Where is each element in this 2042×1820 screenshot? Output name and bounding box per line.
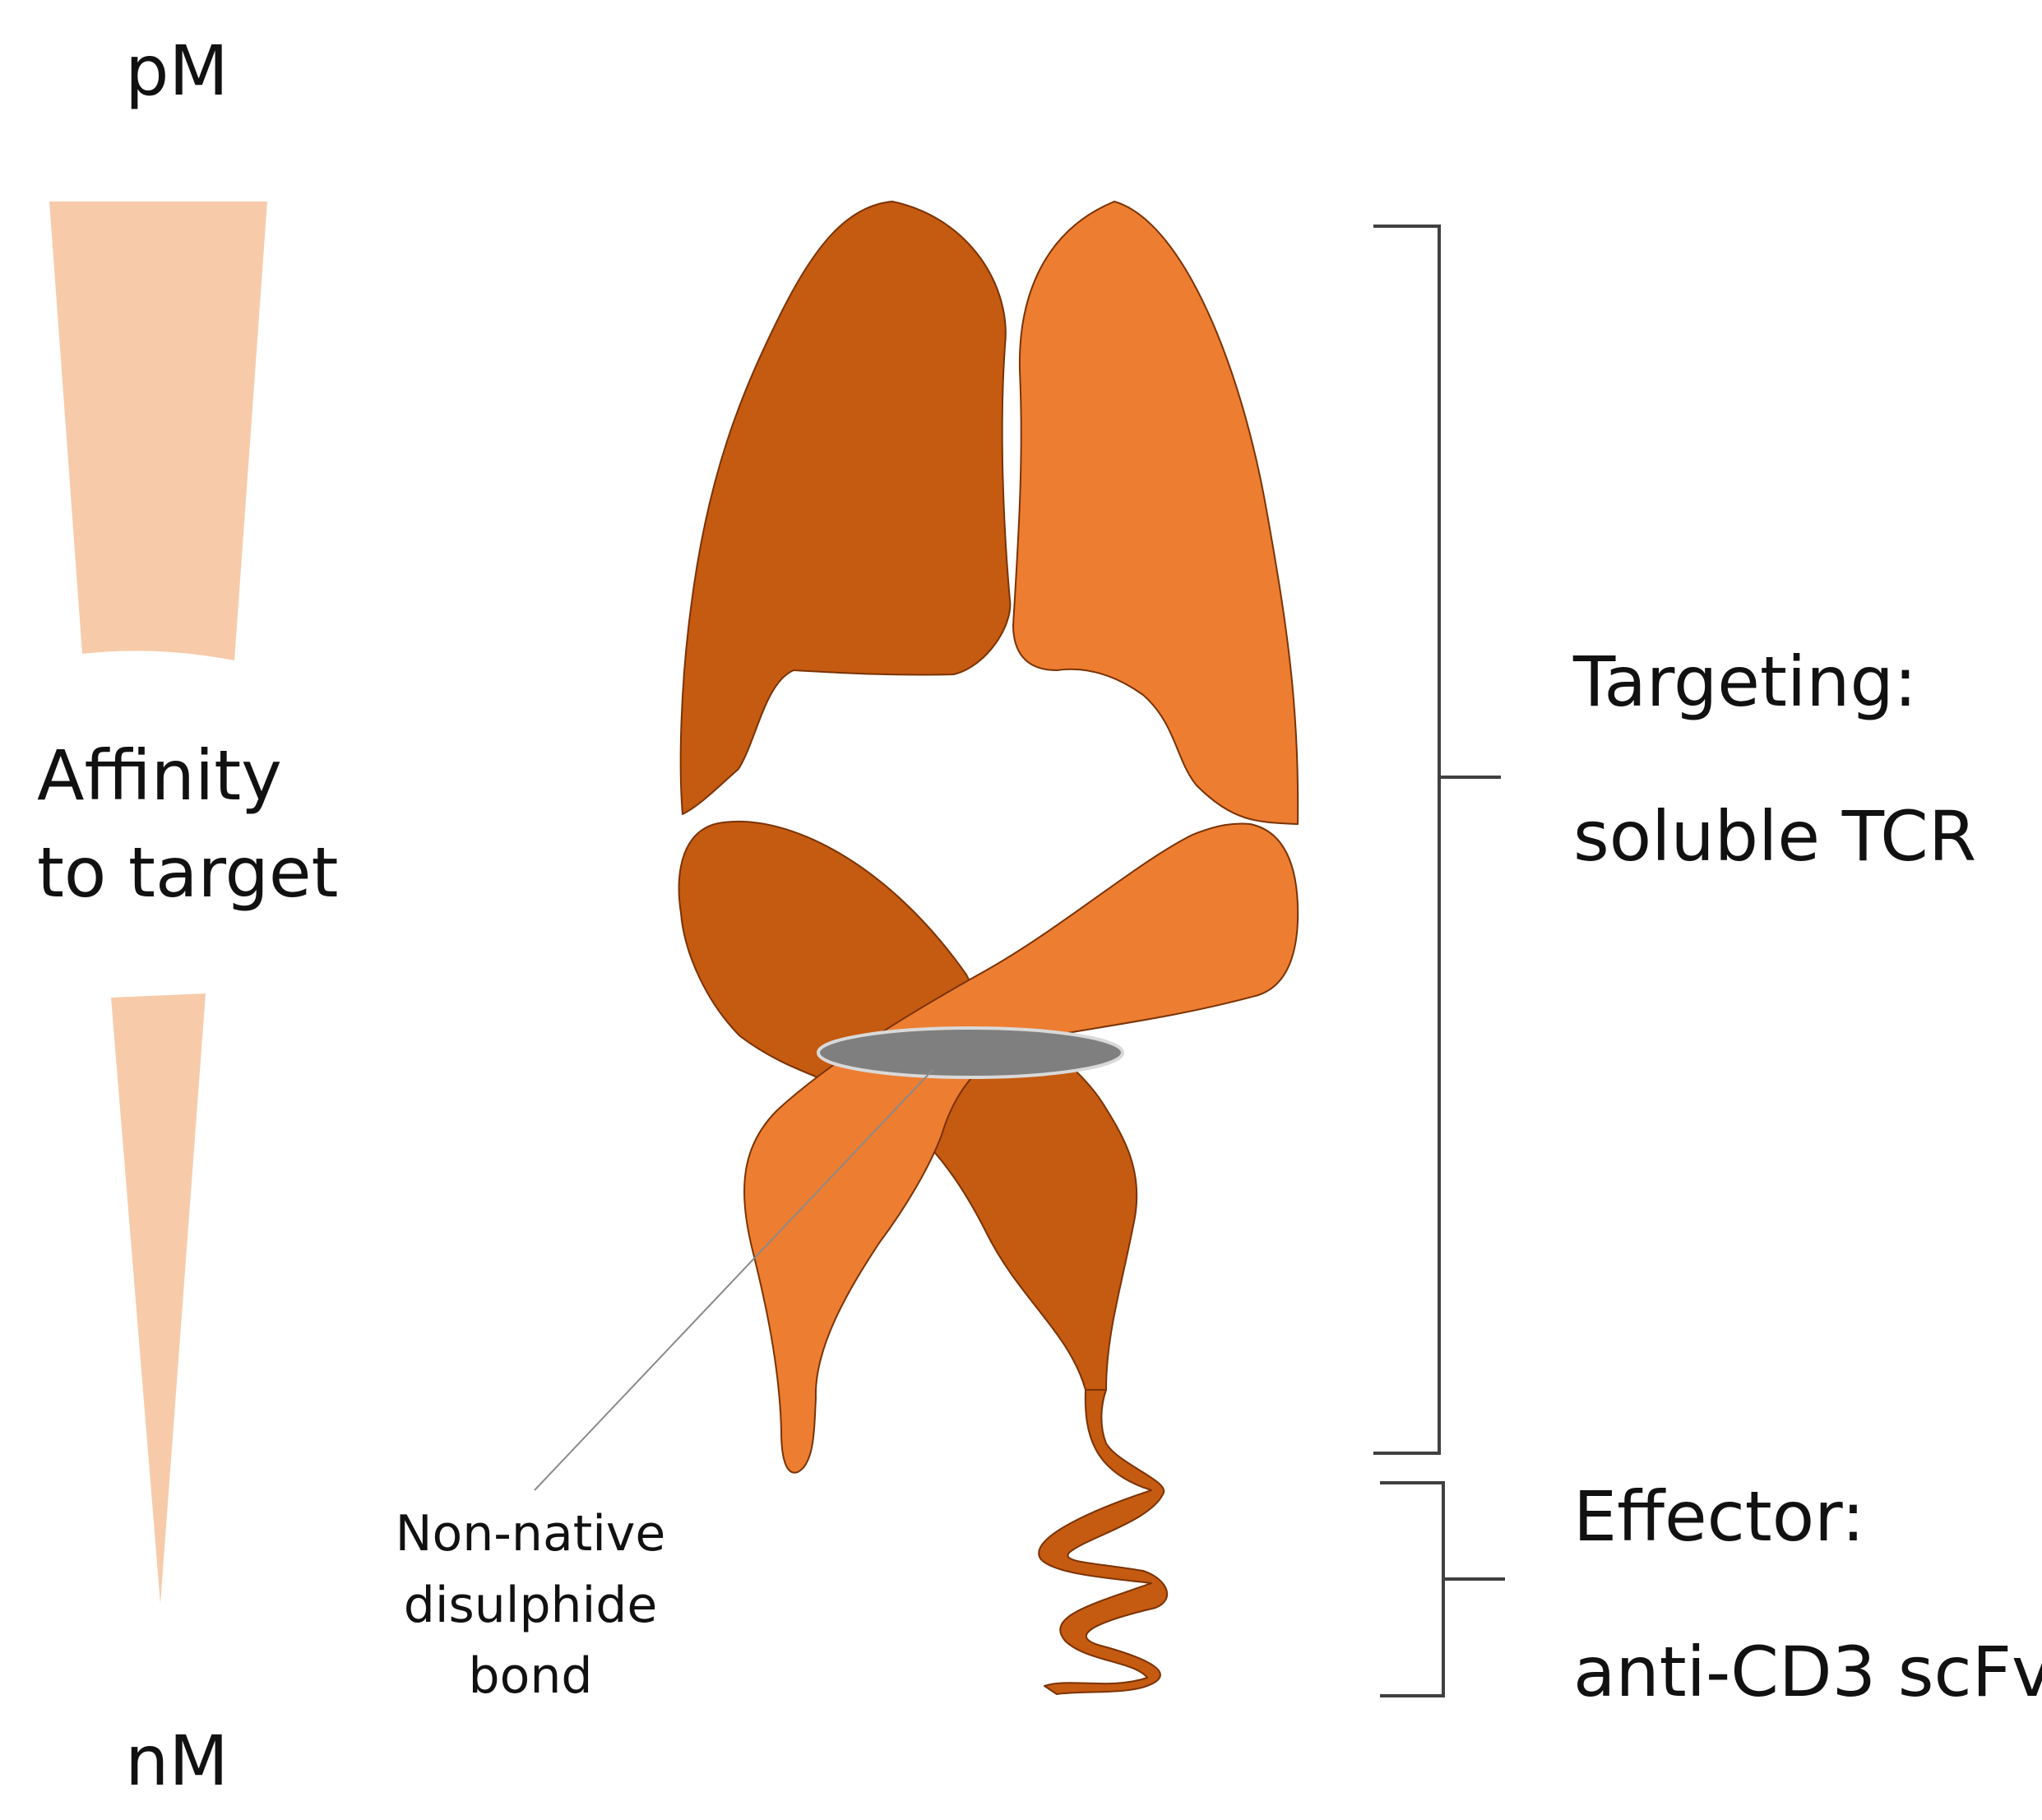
bond-leader-line — [534, 1068, 934, 1491]
affinity-title-line2: to target — [37, 832, 338, 913]
effector-scfv-squiggle — [1038, 1389, 1169, 1695]
bond-label-line3: bond — [469, 1647, 593, 1705]
bond-label-line2: disulphide — [404, 1577, 658, 1634]
affinity-scale: pM Affinity to target nM — [37, 30, 338, 1801]
affinity-top-label: pM — [125, 30, 229, 111]
tcr-molecule — [678, 201, 1299, 1695]
affinity-wedge-upper — [49, 201, 267, 660]
targeting-bracket — [1373, 225, 1501, 1455]
effector-bracket — [1380, 1481, 1505, 1697]
targeting-label-line1: Targeting: — [1572, 641, 1917, 722]
targeting-label-line2: soluble TCR — [1573, 796, 1976, 877]
tcr-beta-constant-domain — [743, 822, 1299, 1474]
bond-label: Non-native disulphide bond — [396, 1505, 666, 1705]
affinity-bottom-label: nM — [125, 1720, 229, 1801]
affinity-title-line1: Affinity — [37, 735, 282, 816]
tcr-beta-variable-domain — [1012, 201, 1299, 825]
affinity-wedge-lower — [111, 993, 206, 1604]
effector-label-line2: anti-CD3 scFv — [1573, 1632, 2042, 1712]
effector-label-line1: Effector: — [1573, 1476, 1865, 1557]
bond-label-line1: Non-native — [396, 1505, 666, 1563]
disulphide-bond-ellipse — [817, 1026, 1124, 1079]
tcr-alpha-variable-domain — [679, 201, 1012, 815]
